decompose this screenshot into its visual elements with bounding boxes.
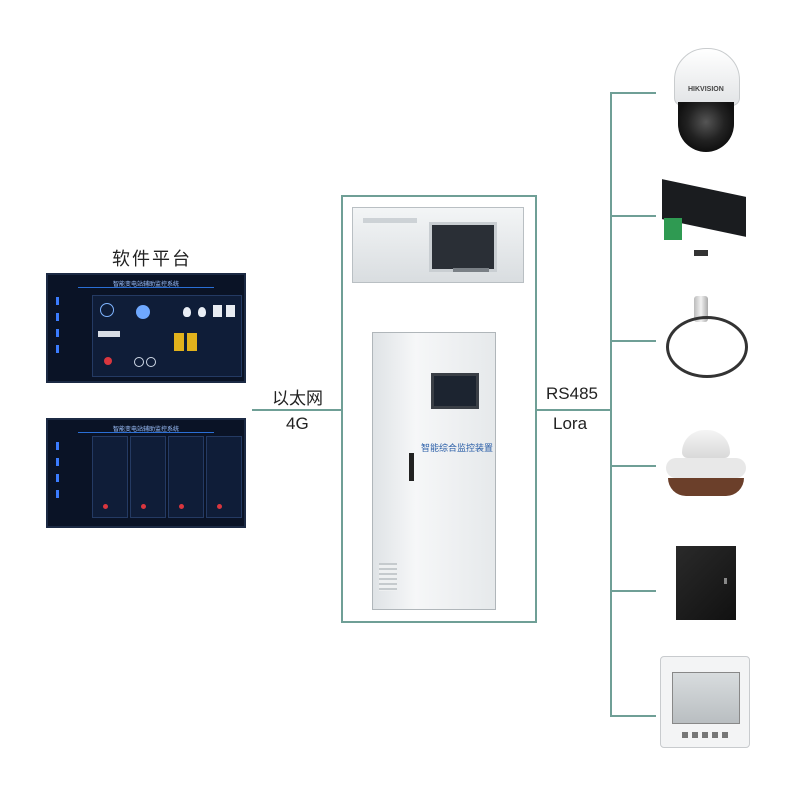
device-bus-line — [610, 92, 612, 716]
door-indicator — [187, 333, 197, 351]
software-screen-alarms: 智能变电站辅助监控系统 — [46, 418, 246, 528]
sidebar-item — [56, 297, 86, 305]
sidebar-item — [56, 490, 86, 498]
rs485-label: RS485 — [546, 384, 598, 403]
pump-icon — [136, 305, 150, 319]
sidebar-item — [56, 345, 86, 353]
alarm-dot — [217, 504, 222, 509]
device-branch-line — [610, 340, 656, 342]
box-front — [676, 546, 736, 620]
smoke-detector — [664, 428, 748, 502]
bulb-icon — [183, 307, 191, 317]
screen-header-line — [78, 432, 214, 433]
antenna-connector — [694, 250, 708, 256]
detector-ring — [666, 458, 746, 478]
alarm-dot — [103, 504, 108, 509]
sidebar-item — [56, 458, 86, 466]
detector-base — [668, 478, 744, 496]
sidebar-item — [56, 329, 86, 337]
gauge-icon — [146, 357, 156, 367]
monitoring-cabinet: 智能综合监控装置 — [372, 332, 496, 610]
io-controller — [656, 179, 752, 260]
screen-panel — [206, 436, 242, 518]
rack-display — [429, 222, 497, 272]
screen-header-line — [78, 287, 214, 288]
software-screen-overview: 智能变电站辅助监控系统 — [46, 273, 246, 383]
sidebar-item — [56, 313, 86, 321]
alarm-dot — [141, 504, 146, 509]
screen-panel — [168, 436, 204, 518]
power-meter — [660, 656, 750, 750]
rs485-connector-line — [537, 409, 610, 411]
software-platform-title: 软件平台 — [112, 249, 192, 269]
cabinet-label: 智能综合监控装置 — [421, 443, 494, 453]
screen-sidebar — [56, 297, 86, 361]
fan-icon — [100, 303, 114, 317]
ac-unit-icon — [98, 331, 120, 337]
switch-icon — [213, 305, 222, 317]
device-branch-line — [610, 92, 656, 94]
cabinet-display — [431, 373, 479, 409]
screen-panel — [130, 436, 166, 518]
cabinet-handle — [409, 453, 414, 481]
ethernet-label: 以太网 — [272, 389, 323, 408]
device-branch-line — [610, 590, 656, 592]
camera-dome — [678, 102, 734, 152]
rack-unit — [352, 207, 524, 283]
gauge-icon — [134, 357, 144, 367]
device-branch-line — [610, 465, 656, 467]
meter-display — [672, 672, 740, 724]
sidebar-item — [56, 442, 86, 450]
camera-housing — [674, 48, 740, 106]
screen-title: 智能变电站辅助监控系统 — [112, 427, 179, 433]
detector-top — [682, 430, 730, 458]
screen-panel — [92, 436, 128, 518]
device-frame — [341, 195, 537, 623]
pressure-sensor — [664, 294, 754, 384]
4g-label: 4G — [286, 414, 309, 433]
rack-buttons — [453, 268, 489, 272]
sidebar-item — [56, 474, 86, 482]
device-branch-line — [610, 215, 656, 217]
switch-icon — [226, 305, 235, 317]
rack-label-strip — [363, 218, 417, 223]
alarm-dot — [179, 504, 184, 509]
camera-brand: HIKVISION — [688, 86, 724, 93]
device-branch-line — [610, 715, 656, 717]
control-box — [672, 546, 740, 624]
door-indicator — [174, 333, 184, 351]
lora-label: Lora — [553, 414, 588, 433]
sensor-probe — [694, 296, 708, 322]
ethernet-connector-line — [252, 409, 341, 411]
terminal-block — [664, 218, 682, 240]
box-lock — [724, 578, 727, 584]
screen-title: 智能变电站辅助监控系统 — [112, 282, 179, 288]
cabinet-vent — [379, 563, 397, 591]
bulb-icon — [198, 307, 206, 317]
meter-buttons — [682, 732, 728, 738]
sensor-cable — [666, 316, 748, 378]
dome-camera: HIKVISION — [668, 48, 744, 156]
alarm-light-icon — [104, 357, 112, 365]
screen-sidebar — [56, 442, 86, 506]
